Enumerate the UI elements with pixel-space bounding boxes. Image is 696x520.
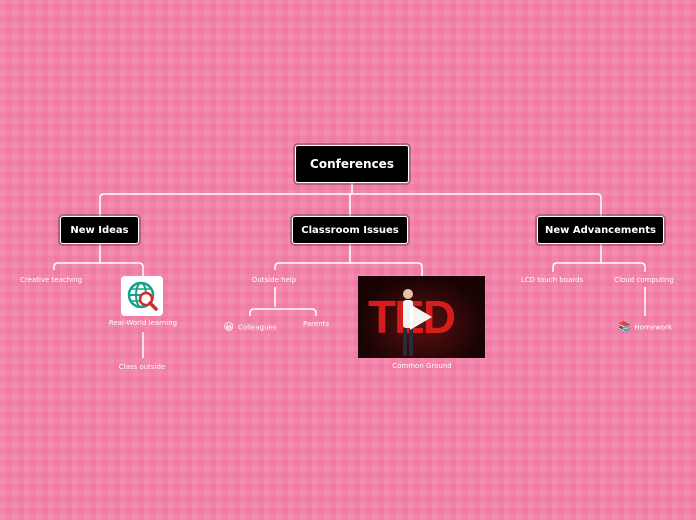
- leaf-common-ground[interactable]: Common Ground: [392, 362, 452, 370]
- root-node-label: Conferences: [310, 157, 394, 171]
- branch-new-ideas-label: New Ideas: [70, 224, 129, 236]
- connector-classroom: [274, 243, 423, 276]
- branch-new-ideas[interactable]: New Ideas: [61, 217, 138, 243]
- leaf-parents[interactable]: Parents: [303, 320, 329, 328]
- leaf-common-ground-label: Common Ground: [392, 362, 452, 370]
- leaf-outside-help[interactable]: Outside help: [252, 276, 296, 284]
- connector-new-advancements: [552, 243, 646, 272]
- leaf-lcd-touch-boards-label: LCD touch boards: [520, 276, 584, 284]
- root-node[interactable]: Conferences: [296, 146, 408, 182]
- connector-root-bar: [99, 193, 602, 217]
- books-icon: 📚: [617, 322, 631, 333]
- leaf-parents-label: Parents: [302, 320, 330, 328]
- leaf-colleagues[interactable]: 😀Colleagues: [224, 322, 277, 333]
- connector-outside-help: [249, 287, 317, 316]
- leaf-class-outside[interactable]: Class outside: [119, 363, 165, 371]
- leaf-homework-label: Homework: [634, 323, 673, 332]
- branch-new-advancements-label: New Advancements: [545, 224, 656, 236]
- leaf-cloud-computing[interactable]: Cloud computing: [614, 276, 674, 284]
- leaf-homework[interactable]: 📚Homework: [618, 322, 672, 333]
- leaf-lcd-touch-boards[interactable]: LCD touch boards: [521, 276, 583, 284]
- leaf-class-outside-label: Class outside: [118, 363, 166, 371]
- leaf-real-world-learning-label: Real-World learning: [108, 319, 178, 327]
- leaf-cloud-computing-label: Cloud computing: [614, 276, 674, 284]
- leaf-creative-teaching[interactable]: Creative teaching: [20, 276, 82, 284]
- branch-classroom-issues-label: Classroom Issues: [301, 224, 399, 236]
- connector-new-ideas: [53, 243, 144, 276]
- branch-new-advancements[interactable]: New Advancements: [538, 217, 663, 243]
- leaf-outside-help-label: Outside help: [251, 276, 297, 284]
- video-thumbnail[interactable]: TED: [358, 276, 485, 358]
- grinning-face-icon: 😀: [223, 322, 234, 333]
- branch-classroom-issues[interactable]: Classroom Issues: [293, 217, 407, 243]
- leaf-colleagues-label: Colleagues: [237, 323, 277, 332]
- globe-search-icon: [121, 276, 163, 316]
- leaf-creative-teaching-label: Creative teaching: [19, 276, 83, 284]
- play-icon[interactable]: [410, 304, 432, 330]
- leaf-real-world-learning[interactable]: Real-World learning: [109, 319, 177, 327]
